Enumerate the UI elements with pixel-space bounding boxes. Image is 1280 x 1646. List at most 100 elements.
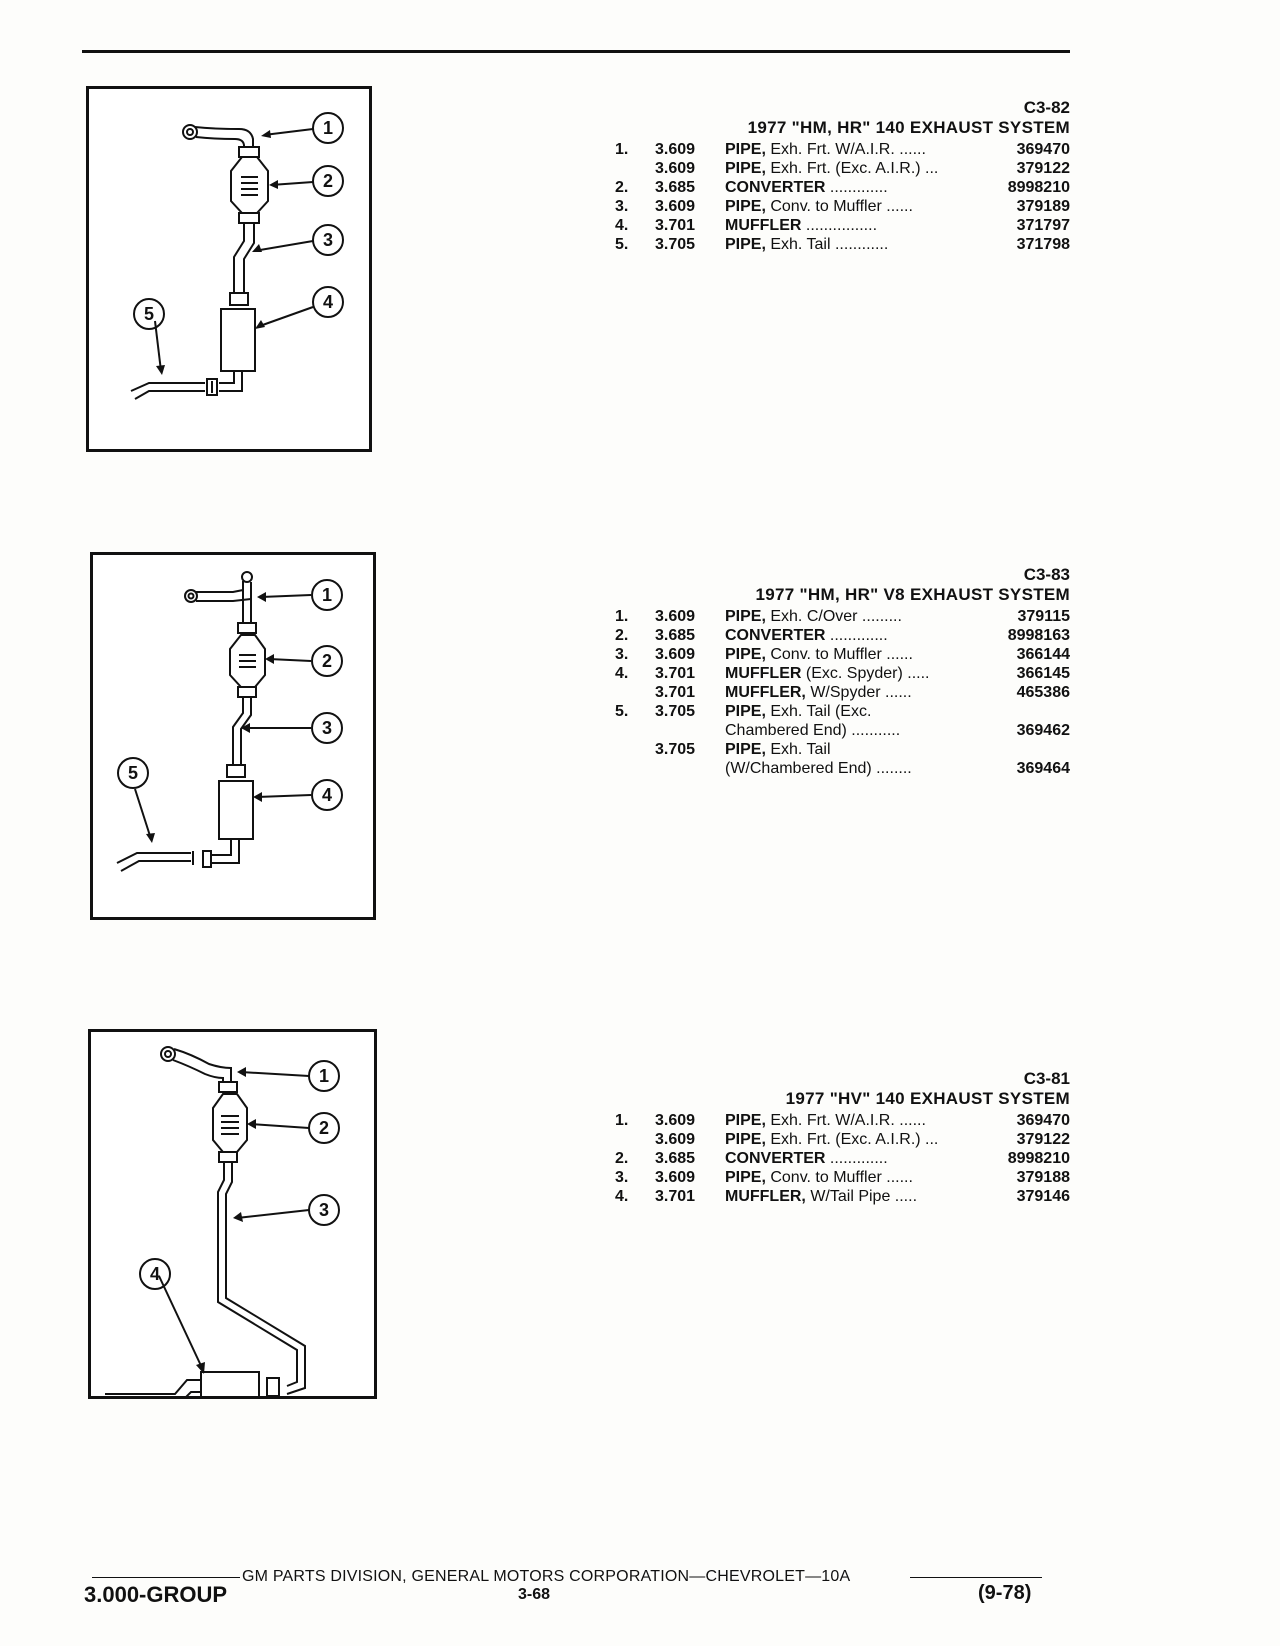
- part-detail: Conv. to Muffler ......: [765, 1169, 913, 1186]
- exhaust-drawing: 1 2 3 4 5: [116, 571, 343, 872]
- callout-label: 3: [323, 230, 333, 250]
- part-name: PIPE,: [725, 1112, 766, 1129]
- part-description: PIPE, Exh. Tail ............: [725, 235, 980, 254]
- exhaust-drawing: 1 2 3 4 5: [130, 112, 344, 400]
- part-number: 465386: [1016, 684, 1070, 701]
- group-number: 3.609: [655, 198, 696, 215]
- item-number: 3.: [615, 1169, 629, 1186]
- part-number: 379188: [1016, 1169, 1070, 1186]
- part-number: 371797: [1016, 217, 1070, 234]
- exhaust-diagram-c3-83: 1 2 3 4 5: [90, 552, 376, 920]
- part-number: 8998210: [1007, 179, 1070, 196]
- part-detail: W/Tail Pipe .....: [805, 1188, 918, 1205]
- group-number: 3.685: [655, 1150, 696, 1167]
- part-description: MUFFLER, W/Tail Pipe .....: [725, 1187, 980, 1206]
- item-number: 5.: [615, 703, 629, 720]
- part-description: MUFFLER (Exc. Spyder) .....: [725, 664, 980, 683]
- part-name: MUFFLER,: [725, 684, 806, 701]
- part-name: PIPE,: [725, 160, 766, 177]
- item-number: 1.: [615, 1112, 629, 1129]
- group-number: 3.705: [655, 703, 696, 720]
- part-detail: Exh. Frt. W/A.I.R. ......: [765, 141, 926, 158]
- callout-1: [308, 1060, 340, 1092]
- item-number: 1.: [615, 608, 629, 625]
- part-description: PIPE, Exh. Tail (Exc.: [725, 702, 980, 721]
- parts-section-c3-82: C3-82 1977 "HM, HR" 140 EXHAUST SYSTEM 1…: [615, 98, 1070, 254]
- item-number: 5.: [615, 236, 629, 253]
- parts-section-c3-81: C3-81 1977 "HV" 140 EXHAUST SYSTEM 1.3.6…: [615, 1069, 1070, 1206]
- group-number: 3.685: [655, 179, 696, 196]
- callout-5: [117, 757, 149, 789]
- part-detail: Exh. Tail: [765, 741, 831, 758]
- part-name: PIPE,: [725, 198, 766, 215]
- group-number: 3.609: [655, 608, 696, 625]
- part-detail: Exh. C/Over .........: [765, 608, 902, 625]
- part-description: Chambered End) ...........: [725, 721, 980, 740]
- part-description: PIPE, Exh. C/Over .........: [725, 607, 980, 626]
- footer-division: GM PARTS DIVISION, GENERAL MOTORS CORPOR…: [242, 1568, 851, 1585]
- callout-label: 3: [322, 718, 332, 738]
- callout-2: [308, 1112, 340, 1144]
- page-number: 3-68: [518, 1586, 551, 1603]
- part-number: 369464: [1016, 760, 1070, 777]
- part-number: 379122: [1016, 160, 1070, 177]
- callout-2: [312, 165, 344, 197]
- part-name: MUFFLER: [725, 217, 802, 234]
- part-description: PIPE, Exh. Tail: [725, 740, 980, 759]
- callout-2: [311, 645, 343, 677]
- part-name: PIPE,: [725, 703, 766, 720]
- part-description: CONVERTER .............: [725, 1149, 980, 1168]
- part-name: MUFFLER: [725, 665, 802, 682]
- callout-label: 4: [323, 292, 333, 312]
- callout-1: [311, 579, 343, 611]
- exhaust-diagram-c3-81: 1 2 3 4: [88, 1029, 377, 1399]
- group-number: 3.609: [655, 646, 696, 663]
- callout-4: [311, 779, 343, 811]
- part-detail: Conv. to Muffler ......: [765, 646, 913, 663]
- part-description: CONVERTER .............: [725, 626, 980, 645]
- callout-label: 1: [323, 118, 333, 138]
- footer-group: 3.000-GROUP: [84, 1582, 228, 1607]
- part-number: 8998210: [1007, 1150, 1070, 1167]
- illustration-code: C3-83: [1023, 565, 1070, 584]
- part-detail: .............: [825, 1150, 888, 1167]
- part-description: CONVERTER .............: [725, 178, 980, 197]
- part-description: PIPE, Exh. Frt. (Exc. A.I.R.) ...: [725, 1130, 980, 1149]
- top-rule: [82, 50, 1070, 53]
- group-number: 3.609: [655, 1112, 696, 1129]
- part-description: (W/Chambered End) ........: [725, 759, 980, 778]
- group-number: 3.701: [655, 684, 696, 701]
- part-detail: ................: [801, 217, 878, 234]
- part-number: 369470: [1016, 1112, 1070, 1129]
- callout-label: 1: [322, 585, 332, 605]
- group-number: 3.705: [655, 741, 696, 758]
- part-description: PIPE, Exh. Frt. W/A.I.R. ......: [725, 140, 980, 159]
- part-detail: Chambered End) ...........: [725, 722, 901, 739]
- item-number: 4.: [615, 665, 629, 682]
- footer-rule-left: [92, 1577, 240, 1578]
- group-number: 3.685: [655, 627, 696, 644]
- part-name: CONVERTER: [725, 179, 826, 196]
- part-detail: (W/Chambered End) ........: [725, 760, 912, 777]
- parts-section-c3-83: C3-83 1977 "HM, HR" V8 EXHAUST SYSTEM 1.…: [615, 565, 1070, 778]
- group-number: 3.701: [655, 665, 696, 682]
- parts-row: Chambered End) ...........369462: [615, 721, 1070, 740]
- group-number: 3.609: [655, 1169, 696, 1186]
- illustration-code: C3-82: [1023, 98, 1070, 117]
- item-number: 2.: [615, 627, 629, 644]
- section-title: 1977 "HM, HR" 140 EXHAUST SYSTEM: [747, 118, 1070, 137]
- exhaust-drawing: 1 2 3 4: [105, 1046, 340, 1396]
- callout-label: 2: [322, 651, 332, 671]
- group-number: 3.701: [655, 1188, 696, 1205]
- callout-label: 1: [319, 1066, 329, 1086]
